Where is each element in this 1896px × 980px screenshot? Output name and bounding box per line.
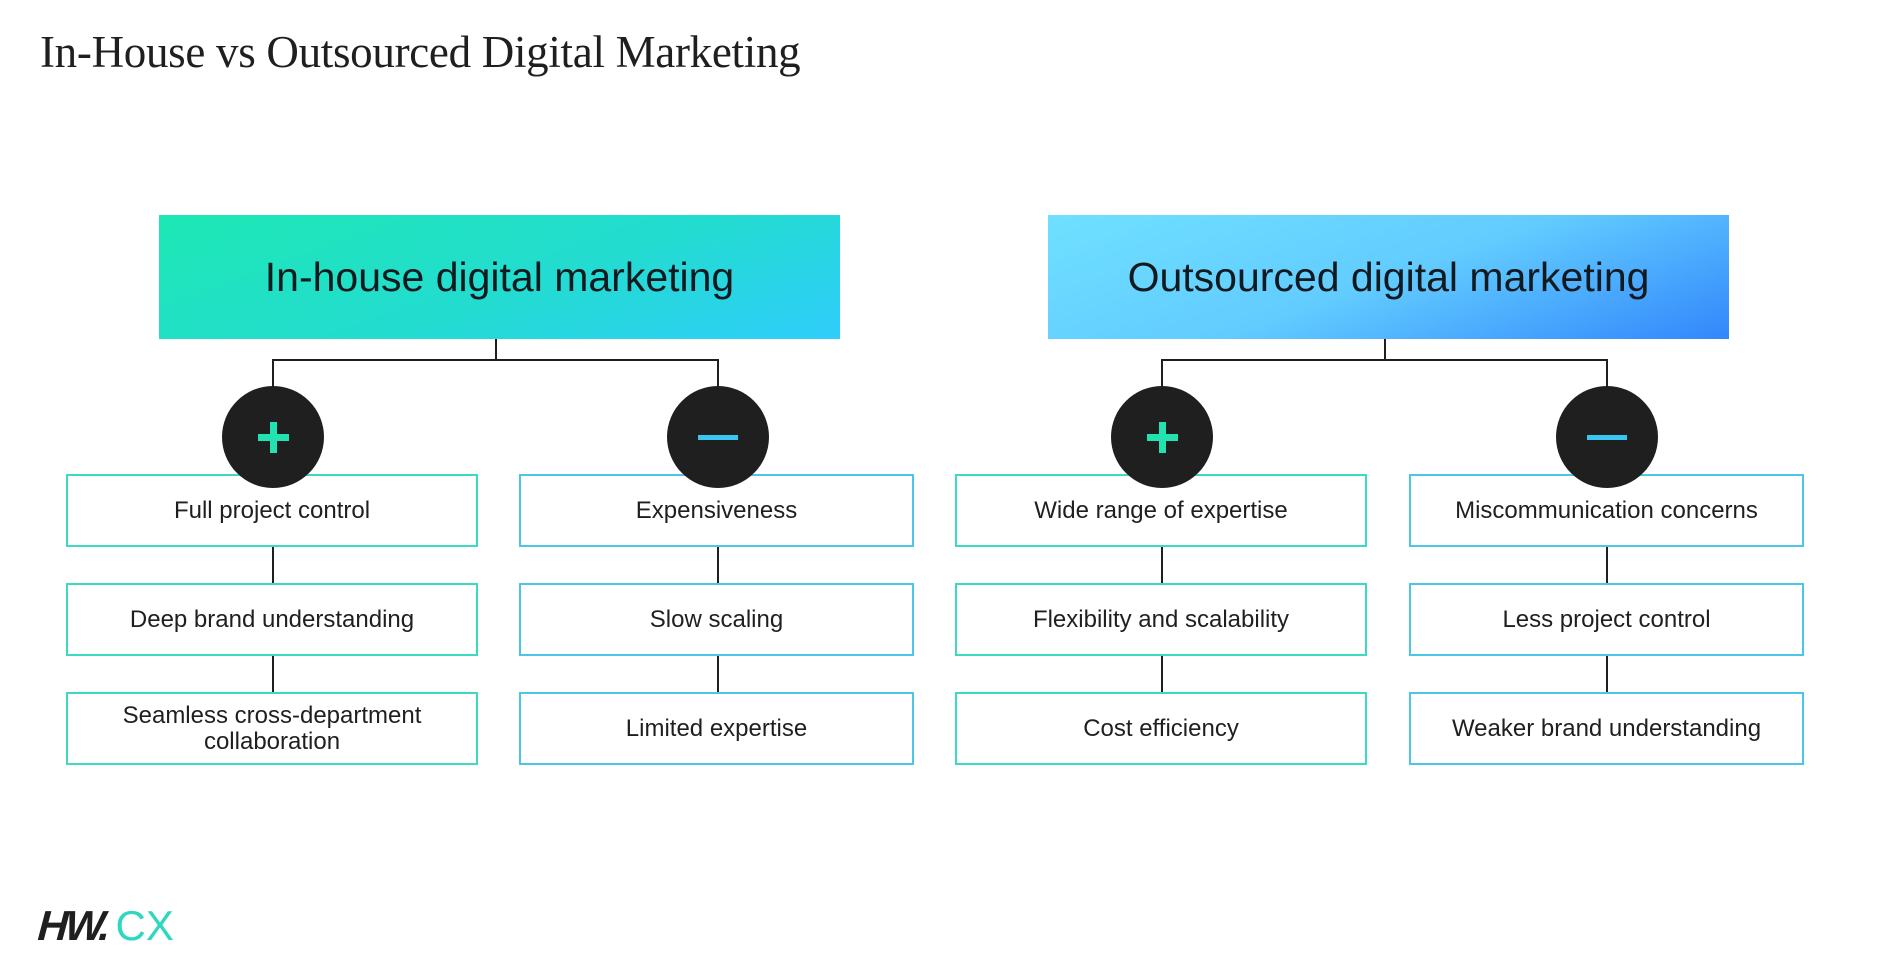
connector-horizontal — [272, 359, 719, 361]
item-label: Deep brand understanding — [129, 605, 415, 633]
inhouse-header: In-house digital marketing — [159, 215, 840, 339]
item-label: Full project control — [173, 496, 371, 524]
inhouse-pro-item: Deep brand understanding — [66, 583, 478, 656]
connector-vertical — [1606, 656, 1608, 692]
item-label: Seamless cross-department collaboration — [122, 701, 422, 755]
outsourced-pro-item: Cost efficiency — [955, 692, 1367, 765]
page-title: In-House vs Outsourced Digital Marketing — [40, 27, 801, 77]
item-label: Flexibility and scalability — [1032, 605, 1290, 633]
item-label: Wide range of expertise — [1034, 496, 1288, 524]
item-label: Expensiveness — [635, 496, 798, 524]
item-label: Limited expertise — [625, 714, 808, 742]
plus-icon — [257, 421, 289, 453]
inhouse-pro-item: Seamless cross-department collaboration — [66, 692, 478, 765]
inhouse-cons-badge — [667, 386, 769, 488]
item-label: Slow scaling — [649, 605, 784, 633]
connector-drop-cons — [1606, 359, 1608, 389]
minus-icon — [698, 434, 738, 440]
logo-primary: HW. — [36, 902, 110, 949]
connector-drop-cons — [717, 359, 719, 389]
outsourced-pro-item: Wide range of expertise — [955, 474, 1367, 547]
inhouse-con-item: Slow scaling — [519, 583, 914, 656]
connector-vertical — [717, 547, 719, 583]
connector-vertical — [1161, 656, 1163, 692]
connector-stem — [495, 339, 497, 361]
outsourced-con-item: Weaker brand understanding — [1409, 692, 1804, 765]
connector-drop-pros — [272, 359, 274, 389]
connector-vertical — [272, 656, 274, 692]
item-label: Cost efficiency — [1083, 714, 1239, 742]
item-label: Weaker brand understanding — [1451, 714, 1762, 742]
brand-logo: HW. CX — [36, 902, 174, 949]
inhouse-pros-badge — [222, 386, 324, 488]
item-label: Less project control — [1502, 605, 1711, 633]
minus-icon — [1587, 434, 1627, 440]
item-label: Miscommunication concerns — [1455, 496, 1758, 524]
connector-horizontal — [1161, 359, 1608, 361]
connector-vertical — [1606, 547, 1608, 583]
connector-vertical — [272, 547, 274, 583]
connector-vertical — [717, 656, 719, 692]
outsourced-pros-badge — [1111, 386, 1213, 488]
connector-stem — [1384, 339, 1386, 361]
connector-vertical — [1161, 547, 1163, 583]
outsourced-cons-badge — [1556, 386, 1658, 488]
outsourced-pro-item: Flexibility and scalability — [955, 583, 1367, 656]
outsourced-header: Outsourced digital marketing — [1048, 215, 1729, 339]
plus-icon — [1146, 421, 1178, 453]
outsourced-con-item: Less project control — [1409, 583, 1804, 656]
connector-drop-pros — [1161, 359, 1163, 389]
logo-secondary: CX — [115, 902, 174, 949]
inhouse-con-item: Limited expertise — [519, 692, 914, 765]
